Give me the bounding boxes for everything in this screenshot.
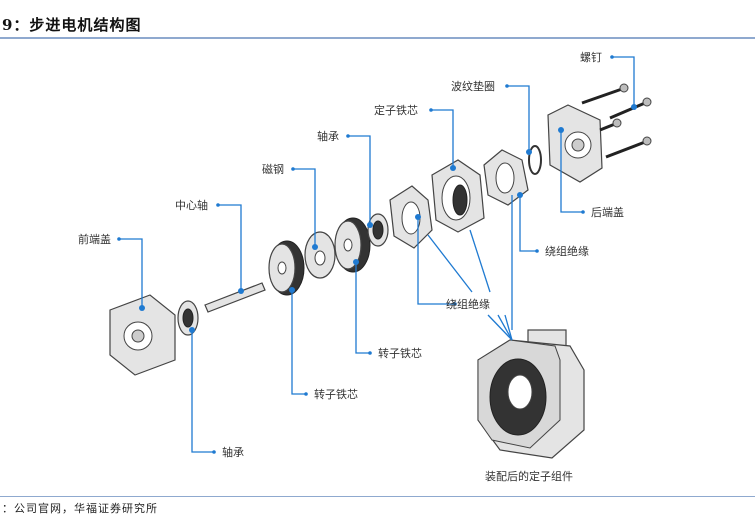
- title-divider: [0, 37, 755, 39]
- rotor-core-left-part: [268, 240, 305, 296]
- label-rotor-core-left: 转子铁芯: [314, 387, 358, 401]
- winding-insulation-right-part: [483, 149, 529, 206]
- front-cover-part: [109, 294, 176, 376]
- label-insulation-right: 绕组绝缘: [545, 244, 589, 258]
- label-front-cover: 前端盖: [78, 232, 111, 246]
- source-note: ：公司官网，华福证券研究所: [2, 502, 158, 515]
- bearing-top-part: [367, 213, 389, 247]
- winding-insulation-mid-part: [389, 185, 433, 249]
- screws-part: [581, 83, 652, 159]
- magnet-part: [304, 231, 336, 279]
- rear-cover-part: [547, 104, 603, 183]
- rotor-core-right-part: [334, 217, 371, 273]
- stepper-motor-diagram: 前端盖 中心轴 磁钢 轴承 定子铁芯 波纹垫圈 螺钉 后端盖 绕组绝缘 绕组绝缘…: [78, 51, 652, 483]
- bearing-bottom-part: [177, 300, 199, 336]
- assembled-stator-part: [477, 329, 585, 459]
- wave-washer-part: [528, 145, 542, 175]
- label-insulation-mid: 绕组绝缘: [446, 297, 490, 311]
- label-shaft: 中心轴: [175, 198, 208, 212]
- label-rear-cover: 后端盖: [591, 205, 624, 219]
- label-wave-washer: 波纹垫圈: [451, 79, 495, 93]
- label-magnet: 磁钢: [262, 163, 284, 176]
- label-rotor-core-right: 转子铁芯: [378, 346, 422, 360]
- label-bearing-bottom: 轴承: [222, 445, 244, 459]
- footer-divider: [0, 496, 755, 497]
- leader-lines: [117, 55, 637, 454]
- label-bearing-top: 轴承: [317, 129, 339, 143]
- figure-title: 9：步进电机结构图: [2, 16, 142, 34]
- stator-core-part: [431, 159, 485, 233]
- label-stator-core: 定子铁芯: [374, 103, 418, 117]
- label-screws: 螺钉: [580, 51, 602, 64]
- label-assembled-stator: 装配后的定子组件: [485, 469, 573, 483]
- shaft-part: [204, 282, 266, 313]
